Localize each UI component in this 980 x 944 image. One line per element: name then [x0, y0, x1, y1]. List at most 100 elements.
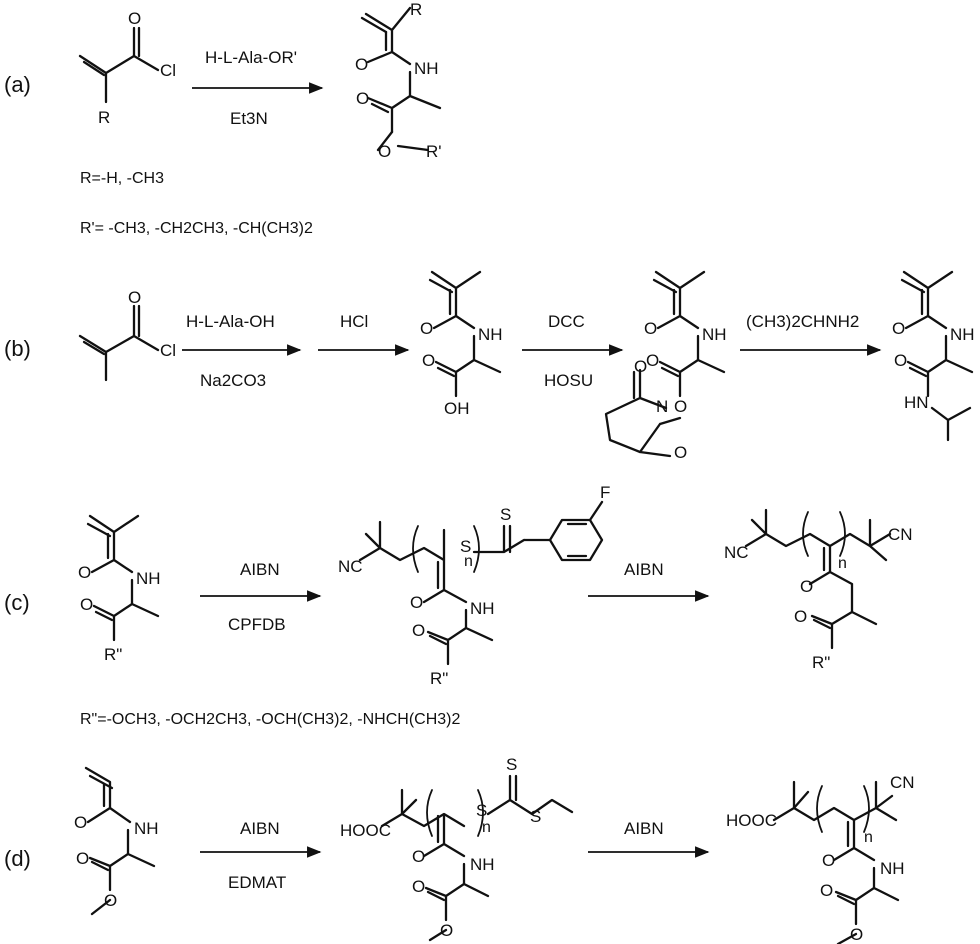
scheme-b-intermediate-acid: O NH O OH: [420, 270, 503, 418]
scheme-c-reagent-2-top: AIBN: [624, 560, 664, 579]
scheme-a-reagent-bottom: Et3N: [230, 109, 268, 128]
scheme-c: (c) O NH O R" AIBN CPFDB NC S n S F O: [4, 483, 913, 728]
svg-text:NC: NC: [338, 557, 363, 576]
svg-text:O: O: [74, 813, 87, 832]
scheme-b-reagent-3-top: DCC: [548, 312, 585, 331]
svg-text:HOOC: HOOC: [340, 821, 391, 840]
scheme-a: (a) O Cl R H-L-Ala-OR' Et3N R O NH: [4, 0, 442, 237]
svg-text:NH: NH: [136, 569, 161, 588]
svg-text:R: R: [410, 0, 422, 19]
svg-text:O: O: [378, 142, 391, 161]
scheme-c-reagent-1-top: AIBN: [240, 560, 280, 579]
svg-text:O: O: [892, 319, 905, 338]
svg-text:NH: NH: [470, 599, 495, 618]
svg-text:S: S: [476, 801, 487, 820]
scheme-d-arrow-2: AIBN: [588, 819, 710, 858]
scheme-b-reagent-4-top: (CH3)2CHNH2: [746, 312, 859, 331]
scheme-d-monomer: O NH O O: [74, 766, 159, 916]
scheme-b-reactant: O Cl: [78, 288, 176, 382]
scheme-a-label: (a): [4, 72, 31, 97]
scheme-c-label: (c): [4, 590, 30, 615]
svg-text:NH: NH: [134, 819, 159, 838]
scheme-d-macro-cta: HOOC S n S S O NH O O: [340, 755, 574, 942]
svg-text:O: O: [356, 89, 369, 108]
scheme-d-polymer: HOOC CN n O NH O O: [726, 773, 915, 944]
scheme-b-arrow-1: H-L-Ala-OH Na2CO3: [182, 312, 302, 390]
svg-text:F: F: [600, 483, 610, 502]
svg-text:O: O: [420, 319, 433, 338]
scheme-c-arrow-1: AIBN CPFDB: [200, 560, 322, 634]
scheme-b-reagent-1-bottom: Na2CO3: [200, 371, 266, 390]
scheme-a-note-r: R=-H, -CH3: [80, 170, 164, 187]
svg-text:O: O: [355, 55, 368, 74]
svg-text:n: n: [464, 553, 473, 570]
svg-text:S: S: [506, 755, 517, 774]
svg-text:HOOC: HOOC: [726, 811, 777, 830]
svg-text:O: O: [850, 925, 863, 944]
svg-text:O: O: [822, 851, 835, 870]
scheme-d: (d) O NH O O AIBN EDMAT HOOC S n S S: [4, 755, 915, 944]
scheme-d-reagent-1-bottom: EDMAT: [228, 873, 286, 892]
scheme-d-reagent-1-top: AIBN: [240, 819, 280, 838]
svg-text:O: O: [422, 351, 435, 370]
svg-text:n: n: [864, 829, 873, 846]
svg-text:O: O: [894, 351, 907, 370]
scheme-d-label: (d): [4, 846, 31, 871]
scheme-a-reagent-top: H-L-Ala-OR': [205, 48, 297, 67]
scheme-b-arrow-2: HCl: [318, 312, 410, 356]
scheme-a-arrow: H-L-Ala-OR' Et3N: [192, 48, 324, 128]
svg-text:S: S: [460, 537, 471, 556]
svg-text:R: R: [98, 108, 110, 127]
svg-text:O: O: [820, 881, 833, 900]
svg-text:Cl: Cl: [160, 61, 176, 80]
svg-text:NH: NH: [702, 325, 727, 344]
svg-text:R": R": [812, 653, 830, 672]
scheme-a-note-rprime: R'= -CH3, -CH2CH3, -CH(CH3)2: [80, 220, 313, 237]
svg-text:O: O: [794, 607, 807, 626]
scheme-b-product: O NH O HN: [892, 270, 975, 442]
scheme-b-reagent-2-top: HCl: [340, 312, 368, 331]
svg-text:NH: NH: [470, 855, 495, 874]
svg-text:R": R": [104, 645, 122, 664]
svg-text:O: O: [76, 849, 89, 868]
svg-text:NC: NC: [724, 543, 749, 562]
svg-text:O: O: [674, 397, 687, 416]
scheme-a-product: R O NH O O R': [355, 0, 442, 161]
scheme-b-reagent-3-bottom: HOSU: [544, 371, 593, 390]
svg-text:O: O: [128, 288, 141, 307]
svg-text:Cl: Cl: [160, 341, 176, 360]
svg-text:NH: NH: [950, 325, 975, 344]
scheme-d-arrow-1: AIBN EDMAT: [200, 819, 322, 892]
scheme-d-reagent-2-top: AIBN: [624, 819, 664, 838]
svg-text:NH: NH: [880, 859, 905, 878]
scheme-c-note: R"=-OCH3, -OCH2CH3, -OCH(CH3)2, -NHCH(CH…: [80, 711, 460, 728]
svg-text:O: O: [78, 563, 91, 582]
scheme-b-label: (b): [4, 336, 31, 361]
svg-text:O: O: [440, 921, 453, 940]
scheme-b-arrow-4: (CH3)2CHNH2: [740, 312, 882, 356]
svg-text:O: O: [634, 357, 647, 376]
svg-text:n: n: [838, 555, 847, 572]
svg-text:O: O: [674, 443, 687, 462]
scheme-c-reagent-1-bottom: CPFDB: [228, 615, 286, 634]
svg-text:NH: NH: [478, 325, 503, 344]
scheme-b: (b) O Cl H-L-Ala-OH Na2CO3 HCl O NH O OH: [4, 270, 975, 462]
svg-text:HN: HN: [904, 393, 929, 412]
svg-text:O: O: [412, 621, 425, 640]
svg-text:O: O: [80, 595, 93, 614]
svg-text:O: O: [412, 847, 425, 866]
scheme-c-monomer: O NH O R": [78, 514, 161, 664]
svg-text:O: O: [800, 577, 813, 596]
svg-text:R": R": [430, 669, 448, 688]
svg-text:OH: OH: [444, 399, 470, 418]
svg-text:O: O: [646, 351, 659, 370]
scheme-c-macro-cta: NC S n S F O NH O R": [338, 483, 610, 688]
scheme-a-reactant: O Cl R: [78, 9, 176, 127]
svg-text:NH: NH: [414, 59, 439, 78]
svg-text:n: n: [482, 819, 491, 836]
scheme-b-arrow-3: DCC HOSU: [522, 312, 624, 390]
scheme-c-polymer: NC CN n O O R": [724, 508, 913, 672]
svg-text:S: S: [500, 505, 511, 524]
svg-text:CN: CN: [890, 773, 915, 792]
